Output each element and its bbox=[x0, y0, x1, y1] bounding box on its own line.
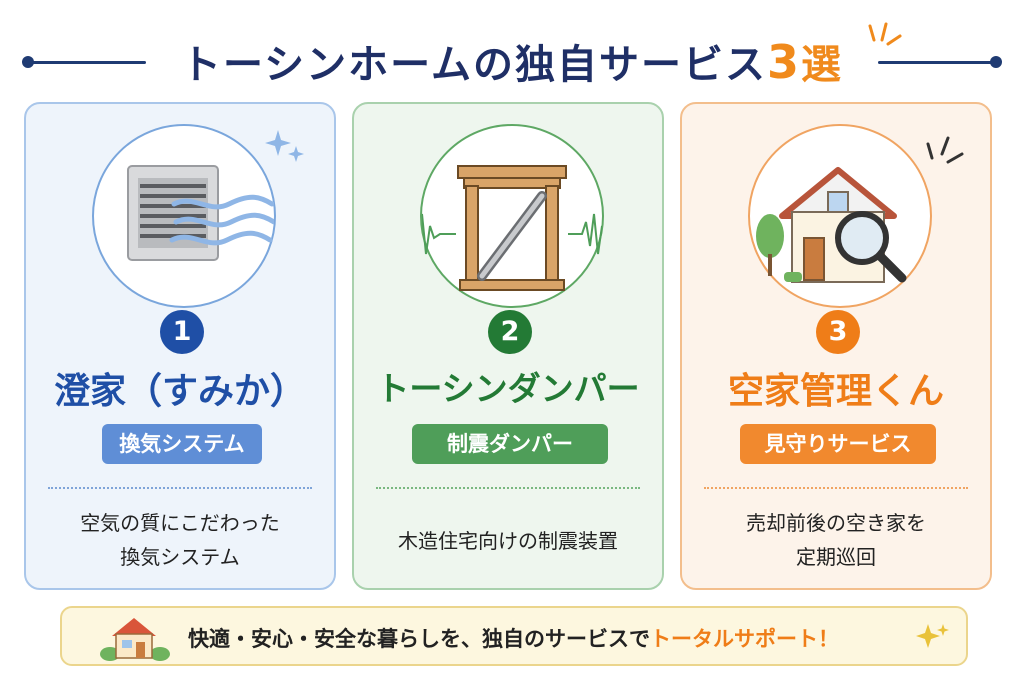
description-line-1: 空気の質にこだわった bbox=[80, 511, 280, 535]
sparkle-lines-icon bbox=[868, 22, 902, 46]
description-line-1: 木造住宅向けの制震装置 bbox=[398, 529, 618, 553]
house-inspection-icon bbox=[748, 124, 932, 308]
service-description: 木造住宅向けの制震装置 bbox=[354, 524, 662, 558]
title-number: 3 bbox=[766, 35, 801, 89]
page-title: トーシンホームの独自サービス3選 bbox=[0, 32, 1024, 90]
service-name: 澄家（すみか） bbox=[53, 371, 306, 412]
service-tag: 換気システム bbox=[102, 424, 262, 464]
title-suffix: 選 bbox=[801, 42, 843, 88]
sparkle-icon bbox=[916, 624, 949, 648]
title-dot-left bbox=[22, 56, 34, 68]
title-divider-right bbox=[878, 61, 998, 64]
dotted-divider bbox=[376, 487, 640, 489]
number-badge: 2 bbox=[488, 310, 532, 354]
service-name: 空家管理くん bbox=[727, 371, 944, 412]
service-name: トーシンダンパー bbox=[376, 369, 640, 408]
service-card-akiya-kanri[interactable]: 3 空家管理くん 見守りサービス 売却前後の空き家を 定期巡回 bbox=[680, 102, 992, 590]
title-divider-left bbox=[26, 61, 146, 64]
banner-text-main: 快適・安心・安全な暮らしを、独自のサービスで bbox=[188, 627, 650, 651]
number-badge: 1 bbox=[160, 310, 204, 354]
description-line-2: 定期巡回 bbox=[796, 545, 876, 569]
footer-banner: 快適・安心・安全な暮らしを、独自のサービスでトータルサポート！ bbox=[60, 606, 968, 666]
house-icon bbox=[100, 618, 170, 661]
header: トーシンホームの独自サービス3選 bbox=[0, 14, 1024, 89]
number-badge: 3 bbox=[816, 310, 860, 354]
damper-icon bbox=[420, 124, 604, 308]
service-description: 売却前後の空き家を 定期巡回 bbox=[682, 506, 990, 574]
alert-lines-icon bbox=[926, 136, 964, 164]
banner-text-highlight: トータルサポート！ bbox=[650, 627, 839, 651]
description-line-1: 売却前後の空き家を bbox=[746, 511, 926, 535]
service-tag: 見守りサービス bbox=[740, 424, 936, 464]
title-dot-right bbox=[990, 56, 1002, 68]
ventilation-icon bbox=[92, 124, 276, 308]
banner-message: 快適・安心・安全な暮らしを、独自のサービスでトータルサポート！ bbox=[188, 623, 839, 653]
service-tag: 制震ダンパー bbox=[412, 424, 608, 464]
sparkle-icon bbox=[265, 130, 304, 162]
description-line-2: 換気システム bbox=[120, 545, 240, 569]
title-main: トーシンホームの独自サービス bbox=[180, 42, 767, 88]
service-card-damper[interactable]: 2 トーシンダンパー 制震ダンパー 木造住宅向けの制震装置 bbox=[352, 102, 664, 590]
dotted-divider bbox=[704, 487, 968, 489]
service-card-sumika[interactable]: 1 澄家（すみか） 換気システム 空気の質にこだわった 換気システム bbox=[24, 102, 336, 590]
dotted-divider bbox=[48, 487, 312, 489]
service-description: 空気の質にこだわった 換気システム bbox=[26, 506, 334, 574]
